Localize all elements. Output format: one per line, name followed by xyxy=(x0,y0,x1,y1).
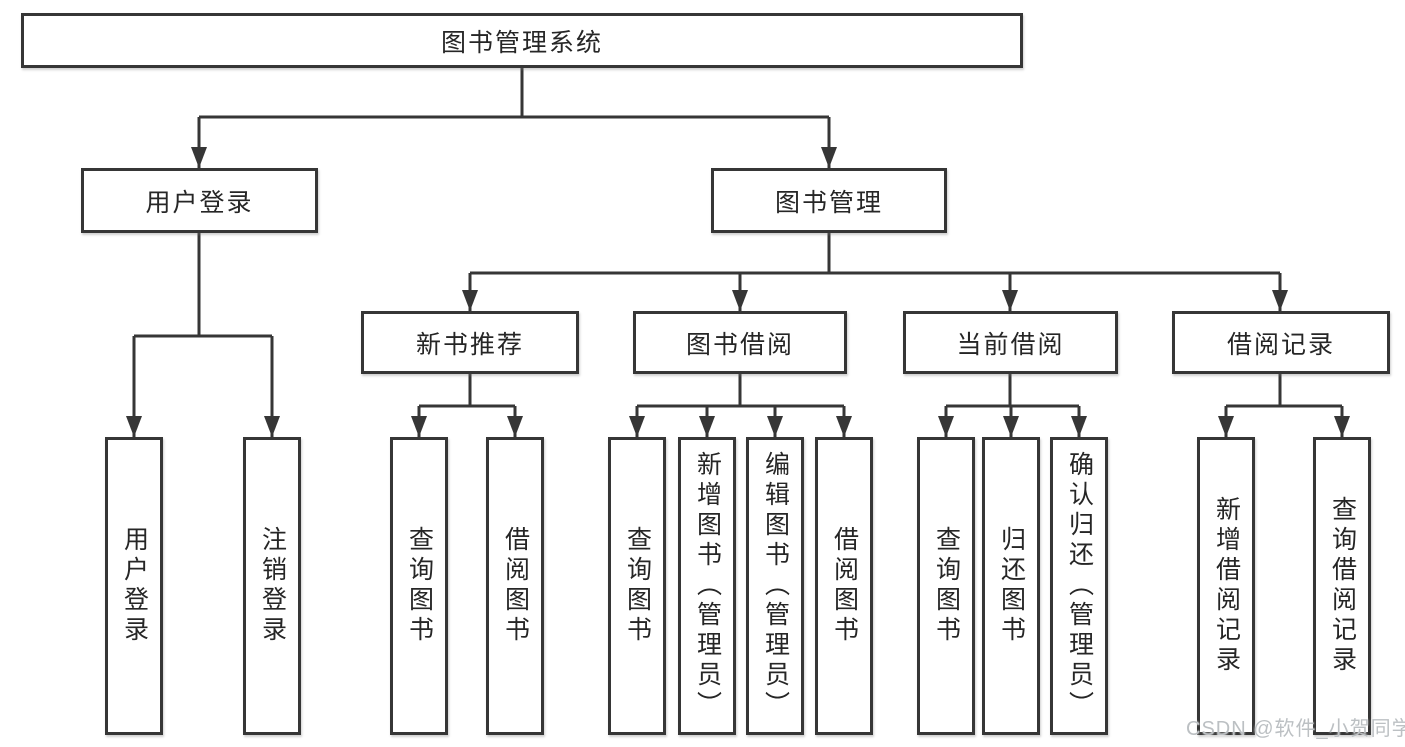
node-borrow-records: 借阅记录 xyxy=(1172,311,1390,374)
node-current-borrow: 当前借阅 xyxy=(903,311,1118,374)
leaf-cb-query-books: 查询图书 xyxy=(917,437,975,735)
leaf-br-query-record: 查询借阅记录 xyxy=(1313,437,1371,735)
node-book-management: 图书管理 xyxy=(711,168,947,233)
node-new-book-recommend: 新书推荐 xyxy=(361,311,579,374)
leaf-user-login: 用户登录 xyxy=(105,437,163,735)
leaf-br-add-record: 新增借阅记录 xyxy=(1197,437,1255,735)
leaf-bb-query-books: 查询图书 xyxy=(608,437,666,735)
leaf-bb-add-books-admin: 新增图书（管理员） xyxy=(678,437,736,735)
csdn-watermark: CSDN @软件_小贺同学 xyxy=(1186,718,1405,740)
leaf-logout: 注销登录 xyxy=(243,437,301,735)
leaf-nbr-borrow-books: 借阅图书 xyxy=(486,437,544,735)
leaf-cb-return-books: 归还图书 xyxy=(982,437,1040,735)
leaf-cb-confirm-return-admin: 确认归还（管理员） xyxy=(1050,437,1108,735)
leaf-bb-edit-books-admin: 编辑图书（管理员） xyxy=(746,437,804,735)
node-root: 图书管理系统 xyxy=(21,13,1023,68)
node-user-login: 用户登录 xyxy=(81,168,318,233)
leaf-nbr-query-books: 查询图书 xyxy=(390,437,448,735)
node-book-borrow: 图书借阅 xyxy=(633,311,847,374)
leaf-bb-borrow-books: 借阅图书 xyxy=(815,437,873,735)
